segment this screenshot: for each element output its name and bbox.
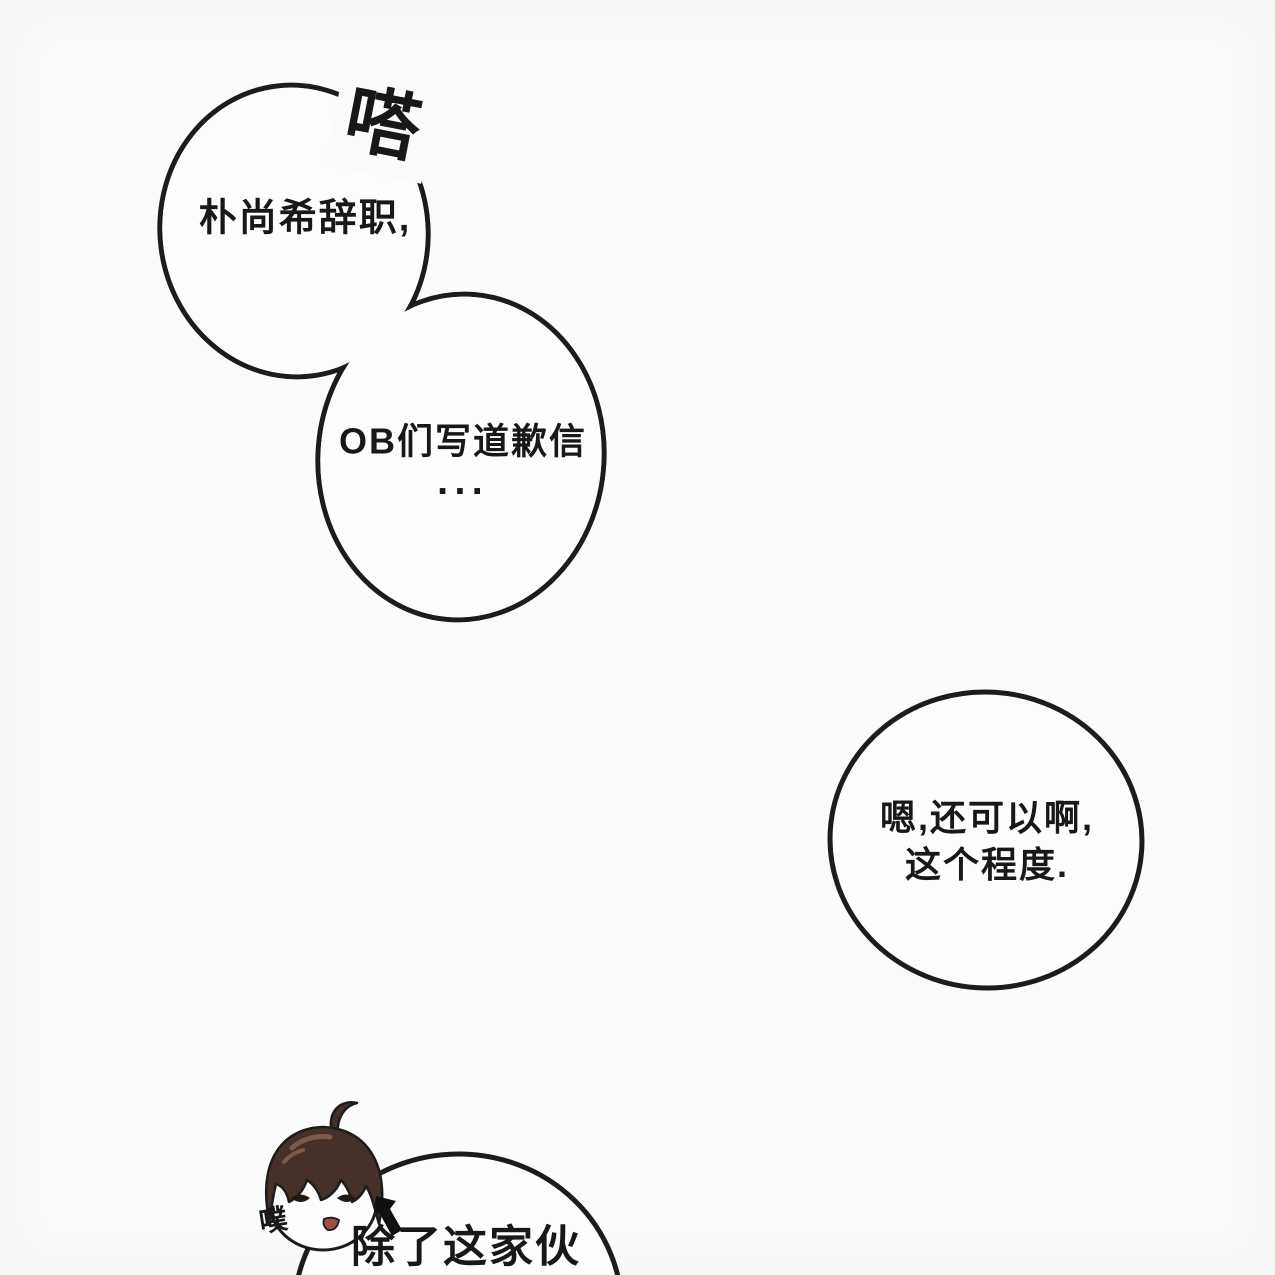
bubble1-text: 朴尚希辞职, [199, 194, 412, 243]
bubble2-line1: OB们写道歉信 [338, 420, 588, 462]
hair-shine [289, 1134, 333, 1151]
right-eye [337, 1194, 356, 1202]
arrow-icon [374, 1196, 402, 1236]
speech-bubble-bottom [291, 1151, 625, 1275]
bubble2-text: OB们写道歉信 ··· [339, 419, 587, 518]
bubble2-line2: ··· [437, 469, 489, 514]
sfx-bottom-text: 噗 [256, 1202, 290, 1238]
bubble3-line1: 嗯,还可以啊, [879, 797, 1095, 839]
mouth [322, 1216, 340, 1231]
bubble1-line1: 朴尚希辞职, [198, 197, 412, 240]
bubble3-text: 嗯,还可以啊, 这个程度. [880, 795, 1094, 889]
speech-bubble-middle-right [827, 689, 1145, 991]
hair-shine-small [282, 1148, 305, 1164]
bubble3-line2: 这个程度. [904, 844, 1070, 885]
bubble4-line1: 除了这家伙 [351, 1222, 581, 1272]
bubble4-text: 除了这家伙 [351, 1218, 581, 1275]
left-eye [291, 1194, 310, 1202]
